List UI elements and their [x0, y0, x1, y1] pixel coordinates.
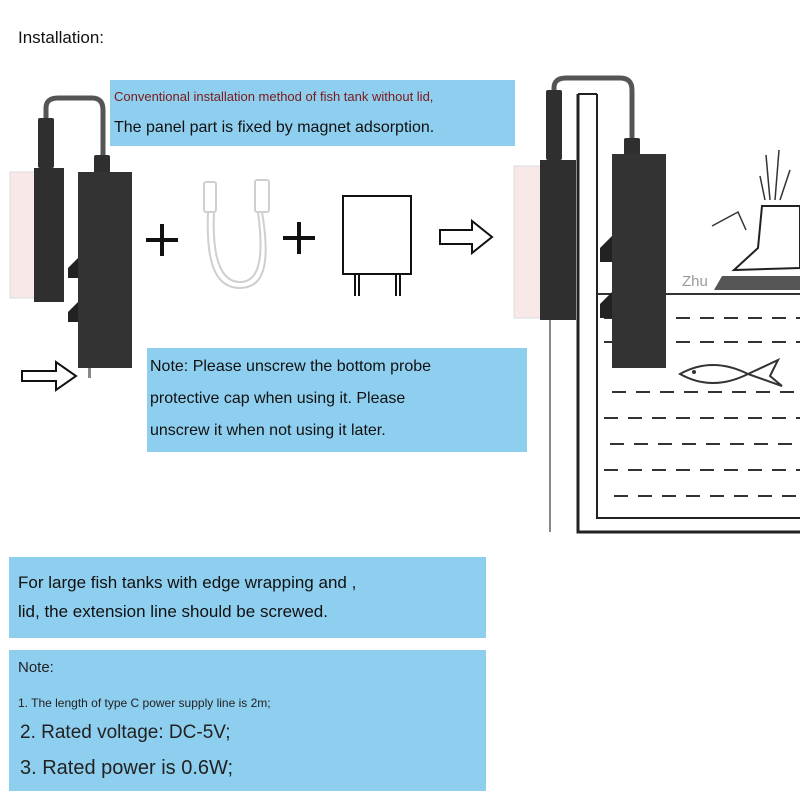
large-tank-note-box: For large fish tanks with edge wrapping … [9, 557, 486, 638]
watermark-text: Zhu [682, 273, 708, 290]
spec-item: 3. Rated power is 0.6W; [20, 757, 234, 779]
spec-item: 1. The length of type C power supply lin… [18, 696, 271, 710]
fish-icon [677, 357, 783, 387]
plus-icon [146, 222, 315, 256]
probe-note-line: unscrew it when not using it later. [150, 422, 386, 439]
top-note-line: The panel part is fixed by magnet adsorp… [114, 119, 435, 136]
arrow-right-icon [21, 360, 78, 392]
large-tank-note-line: lid, the extension line should be screwe… [18, 602, 328, 621]
top-note-box: Conventional installation method of fish… [110, 80, 515, 146]
top-note-line: Conventional installation method of fish… [114, 89, 434, 104]
large-tank-note-line: For large fish tanks with edge wrapping … [18, 573, 357, 592]
probe-note-line: protective cap when using it. Please [150, 390, 406, 407]
specs-title: Note: [18, 659, 54, 676]
page-title: Installation: [18, 28, 104, 47]
specs-note-box: Note: 1. The length of type C power supp… [9, 650, 486, 791]
probe-note-line: Note: Please unscrew the bottom probe [150, 358, 432, 375]
arrow-right-icon [439, 218, 494, 256]
device-icon [513, 75, 666, 532]
probe-note-box: Note: Please unscrew the bottom probe pr… [147, 348, 527, 452]
spec-item: 2. Rated voltage: DC-5V; [20, 722, 231, 743]
power-adapter-icon [342, 195, 412, 296]
usb-cable-icon [203, 179, 270, 290]
device-icon [9, 95, 132, 378]
